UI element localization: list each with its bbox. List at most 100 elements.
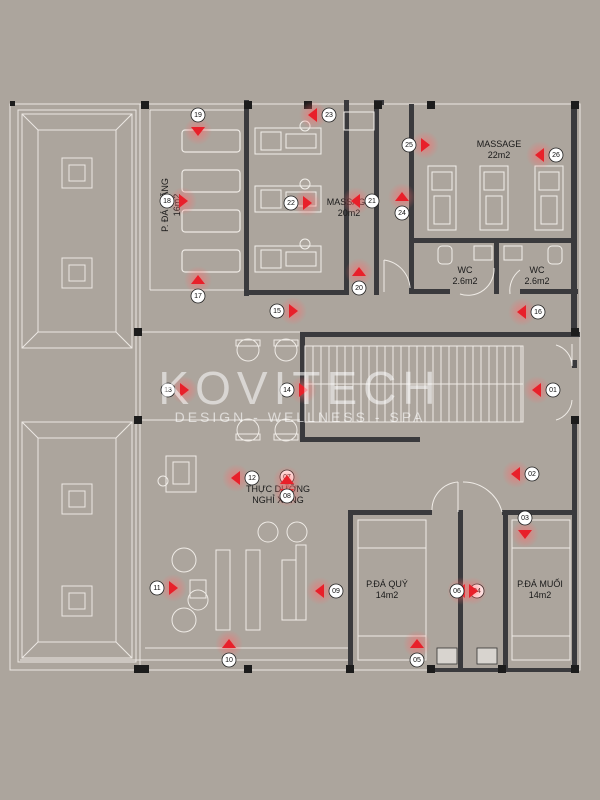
view-marker[interactable]: 25 — [401, 131, 439, 159]
view-marker-circle — [409, 652, 425, 668]
view-marker-circle — [190, 107, 206, 123]
view-marker-circle — [159, 193, 175, 209]
room-area-wc-right: 2.6m2 — [524, 276, 549, 286]
room-area-massage-large: 22m2 — [488, 150, 511, 160]
view-marker-circle — [524, 466, 540, 482]
view-marker[interactable]: 18 — [159, 187, 197, 215]
view-marker-label: 02 — [528, 471, 536, 478]
view-marker-label: 03 — [521, 515, 529, 522]
view-marker[interactable]: 21 — [342, 187, 380, 215]
left-void-panels — [21, 113, 133, 659]
view-direction-arrow — [308, 108, 317, 122]
view-marker-circle — [221, 652, 237, 668]
view-marker-label: 19 — [194, 112, 202, 119]
view-marker-label: 26 — [552, 152, 560, 159]
view-marker[interactable]: 11 — [149, 574, 187, 602]
view-direction-arrow — [518, 530, 532, 539]
view-marker[interactable]: 19 — [184, 107, 212, 145]
view-direction-arrow — [410, 639, 424, 648]
view-marker-label: 11 — [153, 585, 160, 592]
lounge-furniture — [157, 338, 308, 633]
view-marker-circle — [401, 137, 417, 153]
room-name-p-da-quy: P.ĐÁ QUÝ — [366, 579, 408, 589]
view-marker-label: 10 — [225, 657, 233, 664]
view-marker[interactable]: 10 — [215, 630, 243, 668]
room-area-wc-left: 2.6m2 — [452, 276, 477, 286]
room-area-p-da-muoi: 14m2 — [529, 590, 552, 600]
view-marker[interactable]: 17 — [184, 266, 212, 304]
room-name-p-da-muoi: P.ĐÁ MUỐI — [517, 578, 563, 589]
room-name-massage-large: MASSAGE — [477, 139, 522, 149]
view-marker[interactable]: 01 — [523, 376, 561, 404]
view-marker-circle — [244, 470, 260, 486]
view-marker-label: 17 — [194, 293, 202, 300]
view-marker-label: 14 — [283, 387, 291, 394]
view-marker-label: 21 — [368, 198, 376, 205]
view-marker-circle — [279, 382, 295, 398]
view-marker-circle — [517, 510, 533, 526]
view-direction-arrow — [352, 267, 366, 276]
view-marker-label: 06 — [453, 588, 461, 595]
view-marker[interactable]: 15 — [269, 297, 307, 325]
view-marker[interactable]: 08 — [273, 466, 301, 504]
view-direction-arrow — [351, 194, 360, 208]
view-direction-arrow — [191, 275, 205, 284]
view-marker-circle — [394, 205, 410, 221]
watermark-tagline: DESIGN - WELLNESS - SPA — [175, 409, 426, 425]
view-marker-circle — [190, 288, 206, 304]
view-marker[interactable]: 20 — [345, 258, 373, 296]
view-direction-arrow — [299, 383, 308, 397]
room-name-wc-right: WC — [530, 265, 545, 275]
view-marker-label: 01 — [549, 387, 557, 394]
view-marker[interactable]: 16 — [508, 298, 546, 326]
view-marker-circle — [351, 280, 367, 296]
view-marker[interactable]: 14 — [279, 376, 317, 404]
view-marker-circle — [328, 583, 344, 599]
view-marker-label: 08 — [283, 493, 291, 500]
view-marker-circle — [530, 304, 546, 320]
view-marker-label: 15 — [273, 308, 281, 315]
stair-steps — [312, 346, 522, 422]
view-marker-label: 09 — [332, 588, 340, 595]
view-direction-arrow — [222, 639, 236, 648]
view-marker-label: 23 — [325, 112, 333, 119]
view-marker[interactable]: 13 — [160, 376, 198, 404]
view-marker-label: 05 — [413, 657, 421, 664]
view-marker[interactable]: 24 — [388, 183, 416, 221]
view-marker-label: 13 — [164, 387, 172, 394]
view-direction-arrow — [421, 138, 430, 152]
view-marker[interactable]: 09 — [306, 577, 344, 605]
view-marker[interactable]: 23 — [299, 101, 337, 129]
watermark: KOVITECH DESIGN - WELLNESS - SPA — [158, 362, 441, 425]
view-marker-circle — [321, 107, 337, 123]
view-marker-circle — [449, 583, 465, 599]
view-direction-arrow — [180, 383, 189, 397]
view-direction-arrow — [511, 467, 520, 481]
view-direction-arrow — [280, 475, 294, 484]
view-direction-arrow — [532, 383, 541, 397]
view-marker[interactable]: 06 — [449, 577, 487, 605]
view-direction-arrow — [169, 581, 178, 595]
view-marker[interactable]: 05 — [403, 630, 431, 668]
view-marker[interactable]: 26 — [526, 141, 564, 169]
view-direction-arrow — [395, 192, 409, 201]
view-marker[interactable]: 12 — [222, 464, 260, 492]
outer-boundary — [9, 103, 581, 671]
view-marker-label: 20 — [355, 285, 363, 292]
view-marker[interactable]: 22 — [283, 189, 321, 217]
view-markers: 0102030405060708091011121314151617181920… — [149, 101, 564, 668]
view-marker-circle — [545, 382, 561, 398]
view-marker[interactable]: 03 — [511, 510, 539, 548]
doors — [383, 259, 573, 513]
room-area-p-da-quy: 14m2 — [376, 590, 399, 600]
view-direction-arrow — [469, 584, 478, 598]
view-marker[interactable]: 02 — [502, 460, 540, 488]
wc-fixtures — [437, 245, 563, 265]
view-marker-circle — [548, 147, 564, 163]
watermark-brand: KOVITECH — [158, 362, 441, 414]
interior-lines — [20, 104, 350, 670]
heater-grills — [436, 647, 498, 665]
sauna-benches — [357, 519, 571, 661]
view-direction-arrow — [231, 471, 240, 485]
